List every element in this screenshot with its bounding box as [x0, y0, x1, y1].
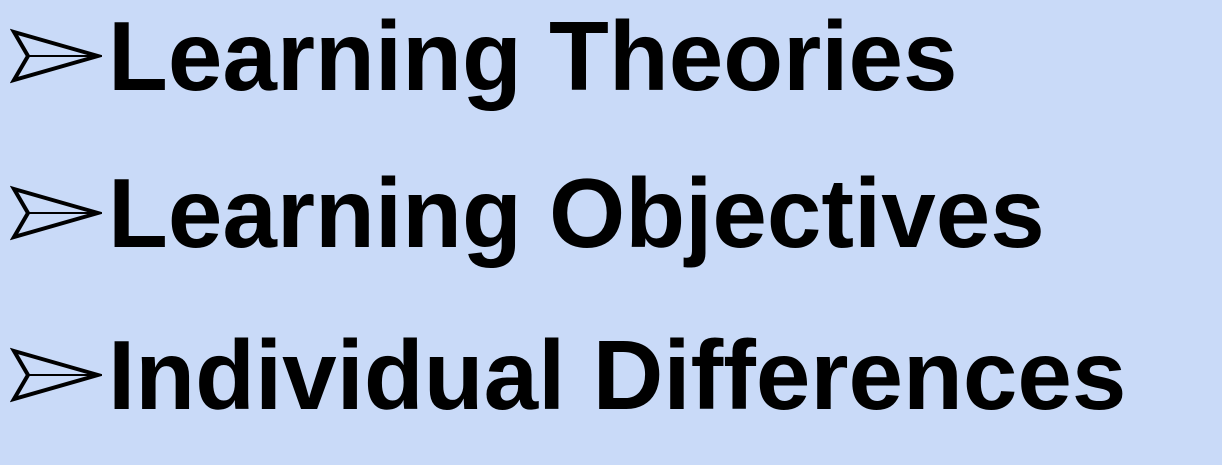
bullet-text: Learning Objectives — [108, 158, 1045, 268]
bullet-item-learning-theories: Learning Theories — [10, 0, 958, 116]
arrowhead-bullet-icon — [10, 0, 102, 116]
bullet-item-learning-objectives: Learning Objectives — [10, 153, 1045, 273]
bullet-item-individual-differences: Individual Differences — [10, 315, 1126, 435]
arrowhead-bullet-icon — [10, 315, 102, 435]
arrowhead-bullet-icon — [10, 153, 102, 273]
bullet-text: Individual Differences — [108, 320, 1127, 430]
bullet-text: Learning Theories — [108, 1, 958, 111]
